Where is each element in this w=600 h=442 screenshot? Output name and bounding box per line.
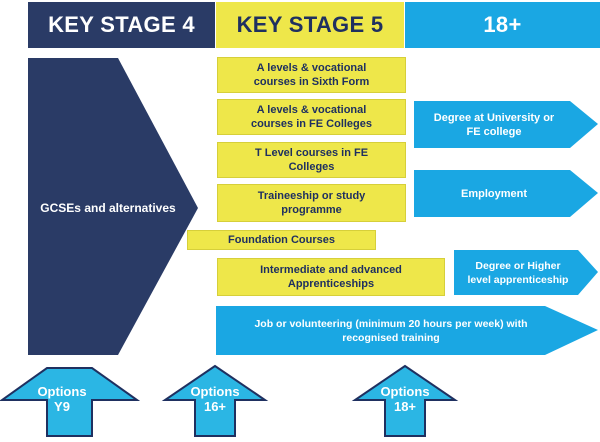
box-foundation: Foundation Courses [187,230,376,250]
box-sixth-form: A levels & vocational courses in Sixth F… [217,57,406,93]
options-y9-line1: Options [37,384,87,399]
box-t-level: T Level courses in FE Colleges [217,142,406,178]
header-key-stage-5-label: KEY STAGE 5 [236,12,384,37]
header-18-plus-label: 18+ [483,12,522,37]
header-key-stage-5: KEY STAGE 5 [216,2,404,48]
box-fe-colleges: A levels & vocational courses in FE Coll… [217,99,406,135]
header-18-plus: 18+ [405,2,600,48]
degree-line2: FE college [466,125,522,138]
degree-arrow-label: Degree at University or FE college [414,101,574,148]
higher-apprenticeship-line1: Degree or Higher [475,259,561,272]
box-t-level-line2: Colleges [288,161,335,173]
header-key-stage-4-label: KEY STAGE 4 [48,12,195,37]
box-traineeship-line2: programme [281,204,342,216]
gcse-label: GCSEs and alternatives [28,190,188,226]
options-18-line2: 18+ [393,399,417,414]
box-fe-colleges-line1: A levels & vocational [256,104,367,116]
higher-apprenticeship-line2: level apprenticeship [467,273,569,286]
employment-arrow-label: Employment [414,170,574,217]
box-sixth-form-line2: courses in Sixth Form [253,76,370,88]
higher-apprenticeship-arrow-shape [454,250,598,295]
options-y9-line2: Y9 [54,399,70,414]
box-t-level-line1: T Level courses in FE [254,147,369,159]
job-volunteering-arrow-label: Job or volunteering (minimum 20 hours pe… [216,306,566,355]
box-apprenticeships: Intermediate and advanced Apprenticeship… [217,258,445,296]
box-foundation-line1: Foundation Courses [228,234,335,246]
options-16-line1: Options [190,384,240,399]
options-16-label: Options 16+ [171,384,259,414]
options-18-arrow-shape [351,364,459,437]
header-key-stage-4: KEY STAGE 4 [28,2,215,48]
options-18-line1: Options [380,384,430,399]
options-y9-arrow-shape [0,367,141,437]
box-apprenticeships-line2: Apprenticeships [287,278,375,290]
options-16-arrow-shape [161,364,269,437]
job-volunteering-line1: Job or volunteering (minimum 20 hours pe… [254,317,528,330]
gcse-label-text: GCSEs and alternatives [40,201,176,215]
box-sixth-form-line1: A levels & vocational [256,62,367,74]
options-16-line2: 16+ [203,399,227,414]
job-volunteering-arrow-shape [216,306,598,355]
job-volunteering-line2: recognised training [342,331,440,344]
box-traineeship: Traineeship or study programme [217,184,406,222]
employment-arrow-shape [414,170,598,217]
box-traineeship-line1: Traineeship or study [257,190,366,202]
options-y9-label: Options Y9 [18,384,106,414]
box-fe-colleges-line2: courses in FE Colleges [250,118,373,130]
employment-line1: Employment [460,187,527,200]
degree-line1: Degree at University or [433,111,555,124]
degree-arrow-shape [414,101,598,148]
gcse-chevron-shape [28,58,198,355]
options-18-label: Options 18+ [361,384,449,414]
higher-apprenticeship-arrow-label: Degree or Higher level apprenticeship [454,250,582,295]
box-apprenticeships-line1: Intermediate and advanced [260,264,402,276]
